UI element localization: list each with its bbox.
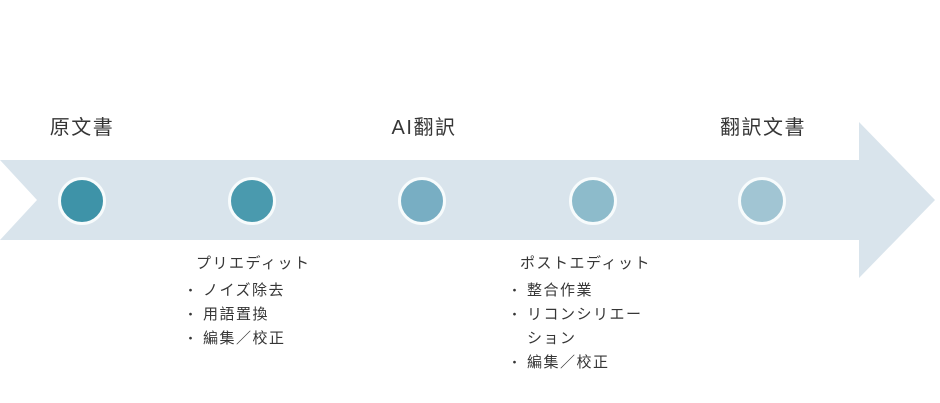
list-item-text: ノイズ除去 <box>203 282 286 299</box>
list-item: ・ 編集／校正 <box>184 327 310 351</box>
annotation-post-edit: ポストエディット ・ 整合作業 ・ リコンシリエー ション ・ 編集／校正 <box>508 252 651 375</box>
bullet-icon: ・ <box>508 307 523 322</box>
bullet-icon: ・ <box>184 307 199 322</box>
list-item-text: 用語置換 <box>203 306 270 323</box>
list-item-text: 整合作業 <box>527 282 594 299</box>
arrow-shape-icon <box>0 122 935 278</box>
list-item: ・ 用語置換 <box>184 303 310 327</box>
stage-label-source-document: 原文書 <box>49 117 115 139</box>
process-node-4 <box>569 177 617 225</box>
list-item-text: 編集／校正 <box>203 330 286 347</box>
annotation-title: ポストエディット <box>520 255 651 272</box>
annotation-pre-edit: プリエディット ・ ノイズ除去 ・ 用語置換 ・ 編集／校正 <box>184 252 310 351</box>
process-node-5 <box>738 177 786 225</box>
stage-label-ai-translation: AI翻訳 <box>391 117 457 139</box>
list-item-text: ション <box>527 330 577 347</box>
bullet-icon: ・ <box>184 283 199 298</box>
list-item: ・ ノイズ除去 <box>184 279 310 303</box>
bullet-icon: ・ <box>508 283 523 298</box>
process-node-2 <box>228 177 276 225</box>
list-item: ・ リコンシリエー ション <box>508 303 651 351</box>
bullet-icon: ・ <box>508 355 523 370</box>
list-item-text: リコンシリエー <box>527 306 643 323</box>
list-item: ・ 編集／校正 <box>508 351 651 375</box>
bullet-icon: ・ <box>184 331 199 346</box>
annotation-title: プリエディット <box>196 255 311 272</box>
process-node-1 <box>58 177 106 225</box>
stage-label-translated-document: 翻訳文書 <box>720 117 806 139</box>
process-node-3 <box>398 177 446 225</box>
list-item-text: 編集／校正 <box>527 354 610 371</box>
list-item: ・ 整合作業 <box>508 279 651 303</box>
